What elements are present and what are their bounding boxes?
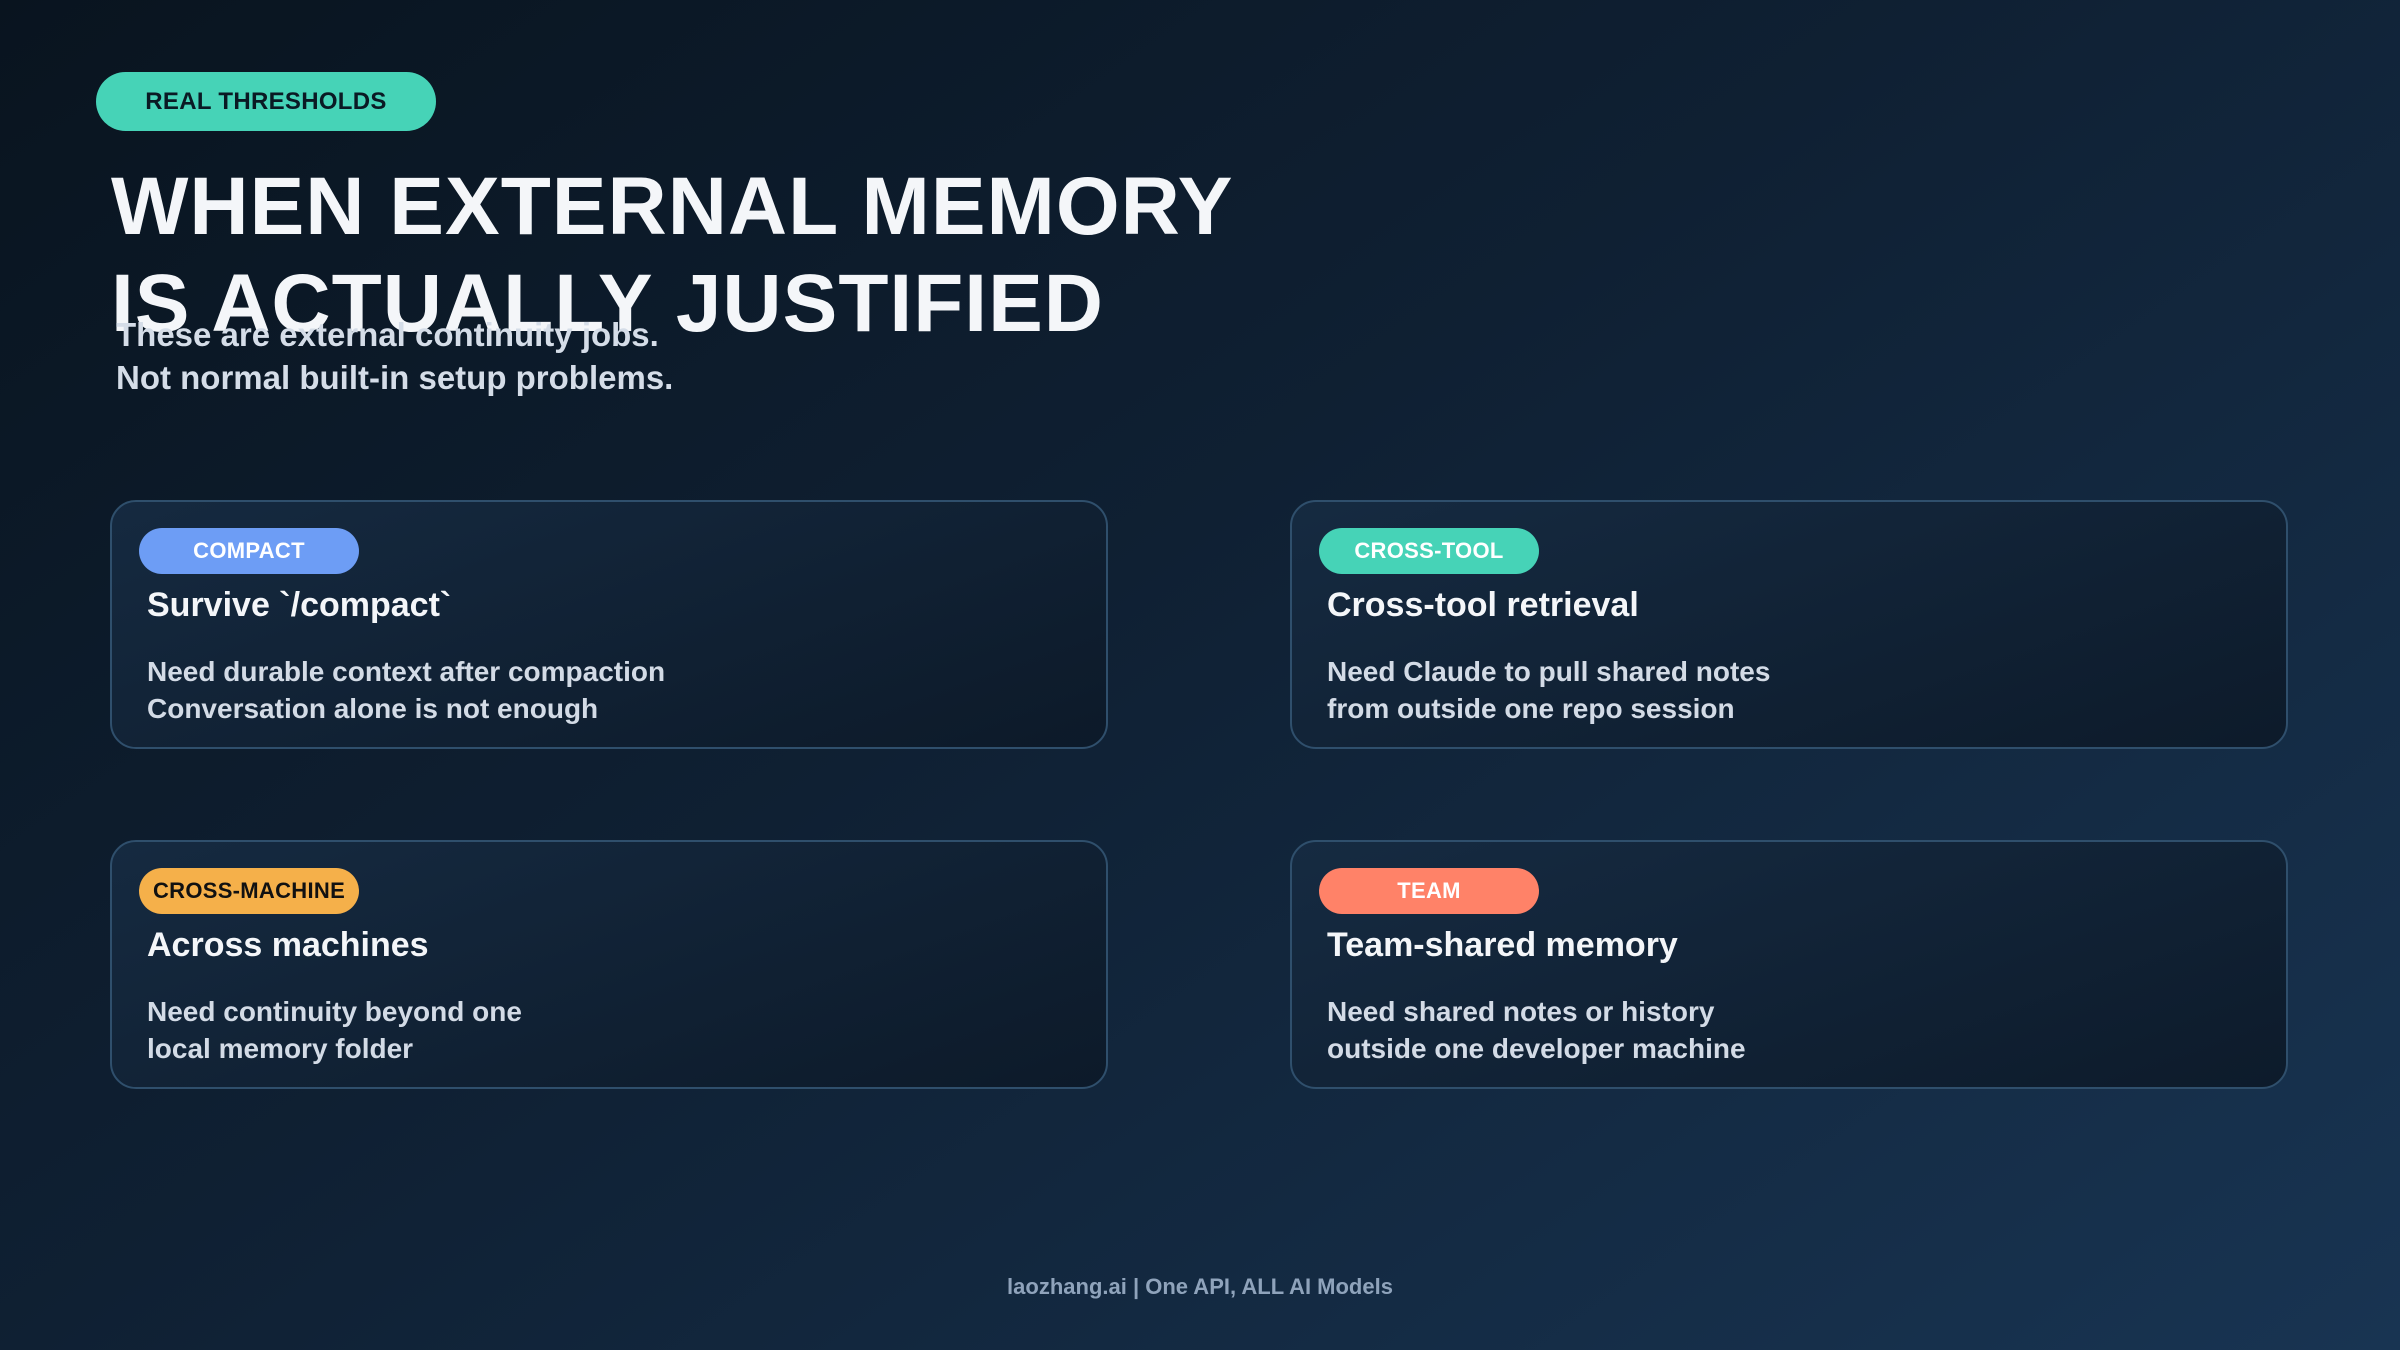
card-body-line: Need continuity beyond one bbox=[147, 996, 522, 1027]
card-body-line: outside one developer machine bbox=[1327, 1033, 1746, 1064]
card-cross-machine: CROSS-MACHINE Across machines Need conti… bbox=[110, 840, 1108, 1089]
page-title: WHEN EXTERNAL MEMORY IS ACTUALLY JUSTIFI… bbox=[111, 158, 1233, 352]
card-body-line: Need shared notes or history bbox=[1327, 996, 1715, 1027]
card-tag: COMPACT bbox=[139, 528, 359, 574]
page-subtitle-line: Not normal built-in setup problems. bbox=[116, 359, 674, 396]
footer-brand: laozhang.ai | One API, ALL AI Models bbox=[1007, 1274, 1393, 1299]
card-body: Need Claude to pull shared notes from ou… bbox=[1327, 653, 1770, 727]
card-cross-tool: CROSS-TOOL Cross-tool retrieval Need Cla… bbox=[1290, 500, 2288, 749]
card-tag: CROSS-TOOL bbox=[1319, 528, 1539, 574]
section-badge: REAL THRESHOLDS bbox=[96, 72, 436, 131]
card-title: Team-shared memory bbox=[1327, 926, 1678, 964]
card-compact: COMPACT Survive `/compact` Need durable … bbox=[110, 500, 1108, 749]
card-body: Need durable context after compaction Co… bbox=[147, 653, 665, 727]
card-tag: CROSS-MACHINE bbox=[139, 868, 359, 914]
page-subtitle-line: These are external continuity jobs. bbox=[116, 316, 659, 353]
card-body-line: Need durable context after compaction bbox=[147, 656, 666, 687]
card-body-line: from outside one repo session bbox=[1327, 693, 1735, 724]
card-body: Need shared notes or history outside one… bbox=[1327, 993, 1746, 1067]
card-body: Need continuity beyond one local memory … bbox=[147, 993, 522, 1067]
card-title: Survive `/compact` bbox=[147, 586, 452, 624]
card-body-line: local memory folder bbox=[147, 1033, 414, 1064]
card-tag: TEAM bbox=[1319, 868, 1539, 914]
card-title: Across machines bbox=[147, 926, 429, 964]
card-title: Cross-tool retrieval bbox=[1327, 586, 1639, 624]
page-title-line: WHEN EXTERNAL MEMORY bbox=[111, 161, 1234, 252]
page-subtitle: These are external continuity jobs. Not … bbox=[116, 313, 673, 399]
card-body-line: Conversation alone is not enough bbox=[147, 693, 599, 724]
page-title-line: IS ACTUALLY JUSTIFIED bbox=[111, 258, 1104, 349]
card-team: TEAM Team-shared memory Need shared note… bbox=[1290, 840, 2288, 1089]
card-body-line: Need Claude to pull shared notes bbox=[1327, 656, 1771, 687]
